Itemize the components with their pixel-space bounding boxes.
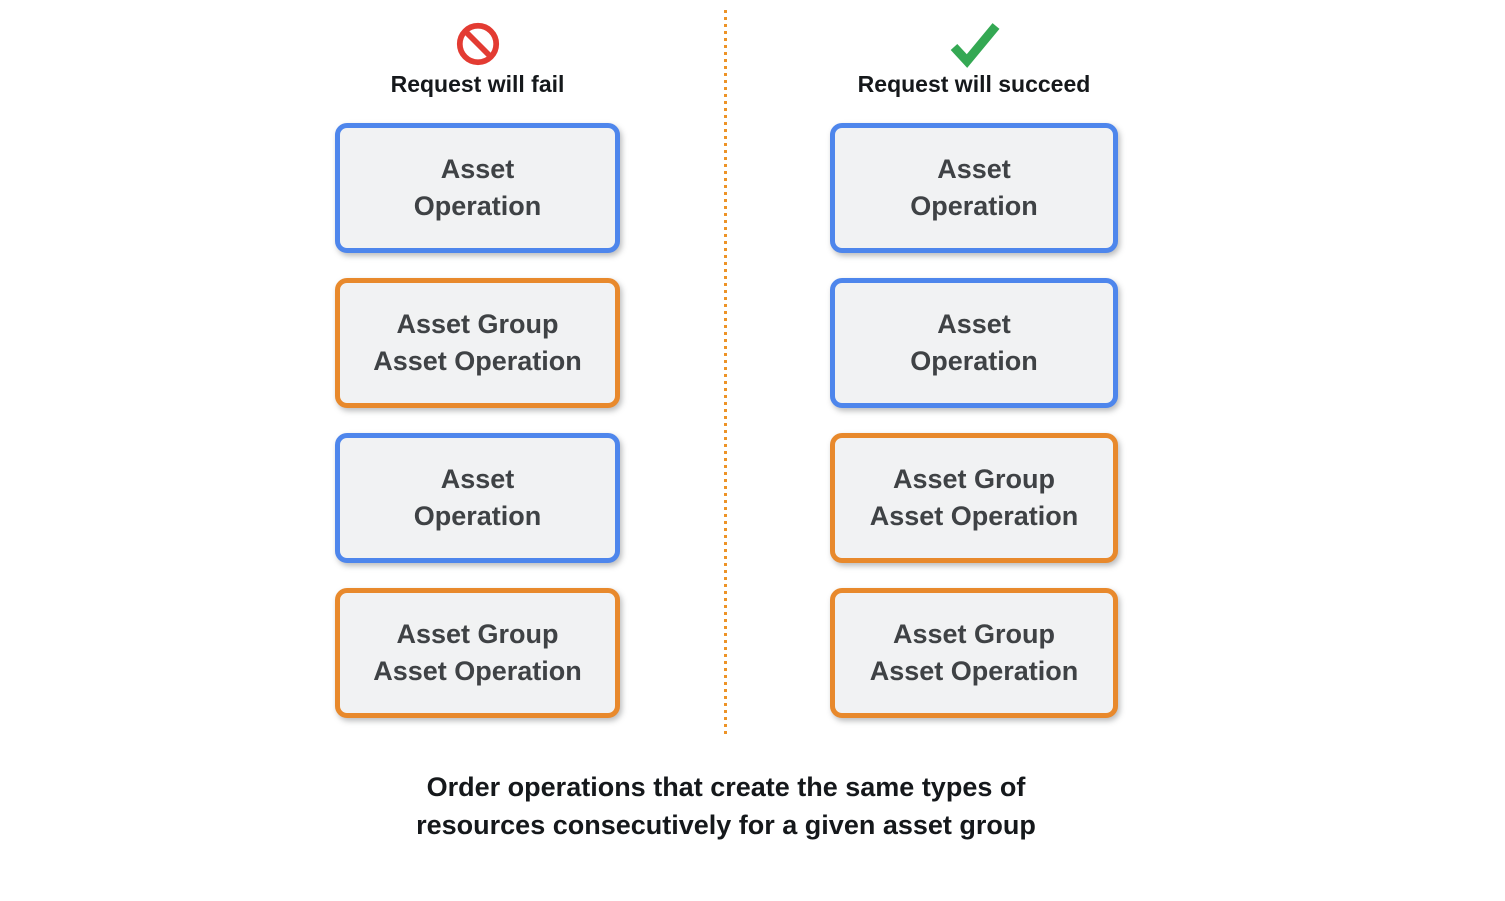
fail-heading: Request will fail [390,71,565,97]
dotted-divider [724,10,727,738]
succeed-heading: Request will succeed [857,71,1091,97]
operation-box: Asset Group Asset Operation [335,588,620,718]
operation-box: Asset Operation [830,278,1118,408]
operation-box: Asset Group Asset Operation [830,433,1118,563]
operation-box: Asset Operation [335,123,620,253]
operation-box: Asset Operation [335,433,620,563]
fail-column: Request will fail Asset Operation Asset … [335,20,620,718]
operation-box: Asset Group Asset Operation [830,588,1118,718]
checkmark-icon [944,20,1004,68]
operation-box: Asset Group Asset Operation [335,278,620,408]
succeed-column: Request will succeed Asset Operation Ass… [830,20,1118,718]
diagram-caption: Order operations that create the same ty… [416,772,1036,840]
prohibition-icon [455,20,501,68]
operation-box: Asset Operation [830,123,1118,253]
